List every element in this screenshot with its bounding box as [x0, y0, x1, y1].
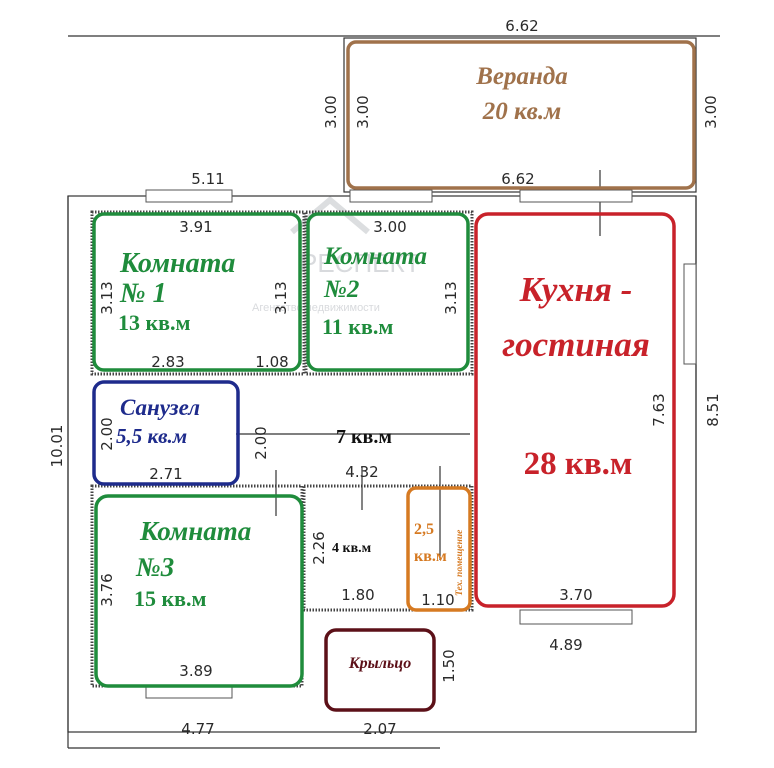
- dim-top-left: 5.11: [191, 170, 224, 188]
- hall-area: 7 кв.м: [336, 426, 392, 448]
- dim-hall-door: 1.08: [255, 353, 288, 371]
- storage-wall: [302, 484, 474, 612]
- veranda-area: 20 кв.м: [482, 98, 561, 125]
- tech-room-area-unit: кв.м: [414, 548, 447, 565]
- kitchen-area: 28 кв.м: [524, 446, 633, 482]
- window-kitchen-bottom: [519, 609, 633, 625]
- dim-room2-top: 3.00: [373, 218, 406, 236]
- dim-veranda-bottom: 6.62: [501, 170, 534, 188]
- kitchen-name: Кухня -: [519, 270, 633, 309]
- dim-bathroom-bottom: 2.71: [149, 465, 182, 483]
- dim-top-veranda: 6.62: [505, 17, 538, 35]
- room1-name: Комната: [119, 248, 235, 279]
- dim-kitchen-bottom: 3.70: [559, 586, 592, 604]
- window-room3: [145, 685, 233, 699]
- tech-room-name: Тех. помещение: [455, 529, 465, 596]
- dim-storage-bottom: 1.80: [341, 586, 374, 604]
- dim-house-height: 10.01: [48, 425, 66, 468]
- dim-veranda-right: 3.00: [702, 95, 720, 128]
- dim-bottom-right: 4.89: [549, 636, 582, 654]
- room3-number: №3: [135, 552, 174, 582]
- room1-border: [92, 212, 302, 372]
- tech-room-area-value: 2,5: [414, 521, 434, 538]
- watermark-logo: РЕСПЕКТ: [300, 248, 421, 278]
- watermark: РЕСПЕКТ Агентство недвижимости: [252, 196, 421, 314]
- dim-bottom-left: 4.77: [181, 720, 214, 738]
- dim-storage-height: 2.26: [310, 531, 328, 564]
- tech-room-border: [406, 486, 472, 612]
- porch-name: Крыльцо: [348, 655, 411, 672]
- dim-porch-bottom: 2.07: [363, 720, 396, 738]
- bathroom-border: [92, 380, 240, 486]
- room-labels: Веранда 20 кв.м Комната № 1 13 кв.м Комн…: [116, 63, 650, 672]
- dim-hall-bottom: 4.32: [345, 463, 378, 481]
- veranda-name: Веранда: [475, 63, 568, 90]
- window-kitchen-top: [519, 189, 633, 203]
- dim-veranda-left-outer: 3.00: [322, 95, 340, 128]
- room3-border: [94, 494, 304, 688]
- dim-veranda-left-inner: 3.00: [354, 95, 372, 128]
- dim-room3-left: 3.76: [98, 573, 116, 606]
- kitchen-border: [474, 212, 676, 608]
- room2-area: 11 кв.м: [322, 314, 393, 339]
- dim-kitchen-height: 7.63: [650, 393, 668, 426]
- room2-wall: [304, 210, 474, 376]
- dim-hall-height: 2.00: [252, 426, 270, 459]
- room2-border: [306, 212, 470, 372]
- room1-number: № 1: [119, 278, 167, 309]
- veranda-border: [346, 40, 696, 190]
- room1-area: 13 кв.м: [118, 310, 191, 335]
- dim-room1-top: 3.91: [179, 218, 212, 236]
- porch-border: [324, 628, 436, 712]
- dim-bathroom-left: 2.00: [98, 417, 116, 450]
- room3-name: Комната: [139, 516, 251, 546]
- window-room1: [145, 189, 233, 203]
- dim-room1-left: 3.13: [98, 281, 116, 314]
- walls: [67, 35, 720, 749]
- watermark-tagline: Агентство недвижимости: [252, 302, 380, 314]
- room1-wall: [90, 210, 306, 376]
- watermark-house-icon: [290, 196, 370, 235]
- dim-tech-bottom: 1.10: [421, 591, 454, 609]
- windows: [145, 189, 697, 699]
- room3-area: 15 кв.м: [134, 586, 207, 611]
- window-room2: [349, 189, 433, 203]
- dim-room1-right: 3.13: [272, 281, 290, 314]
- room-outlines: [92, 40, 696, 712]
- dimensions: 6.62 5.11 6.62 3.91 3.00 2.83 1.08 2.71 …: [48, 17, 722, 738]
- dim-room3-bottom: 3.89: [179, 662, 212, 680]
- bathroom-area: 5,5 кв.м: [116, 424, 187, 448]
- bathroom-name: Санузел: [120, 395, 200, 420]
- dim-porch-height: 1.50: [440, 649, 458, 682]
- dim-room1-bottom: 2.83: [151, 353, 184, 371]
- window-kitchen-side: [683, 263, 697, 365]
- storage-area: 4 кв.м: [332, 541, 372, 556]
- dim-right-total: 8.51: [704, 393, 722, 426]
- room2-number: №2: [323, 276, 359, 303]
- dim-room2-right: 3.13: [442, 281, 460, 314]
- kitchen-name-2: гостиная: [502, 325, 650, 364]
- room2-name: Комната: [323, 243, 427, 270]
